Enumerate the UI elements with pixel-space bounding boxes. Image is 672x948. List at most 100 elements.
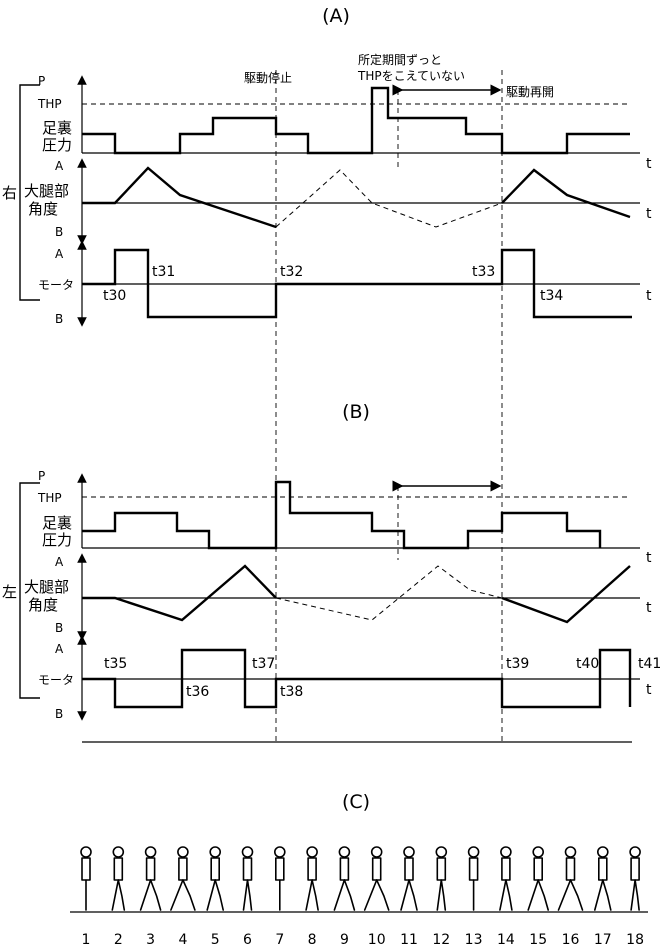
panel-a-t-motor: t [646, 288, 652, 304]
walking-figure-4 [170, 846, 196, 911]
panel-a-restart-annotation: 駆動再開 [506, 85, 554, 99]
panel-b-t35: t35 [104, 656, 127, 672]
walking-figure-7 [273, 846, 286, 911]
panel-b: (B) 左 P THP 足裏 圧力 A 大腿部 角度 B A モータ B t t… [2, 401, 661, 743]
panel-b-thigh-label-2: 角度 [28, 596, 58, 614]
panel-b-t-foot: t [646, 550, 652, 566]
panel-b-b-label: B [55, 621, 63, 635]
panel-b-t40: t40 [576, 656, 599, 672]
panel-b-t36: t36 [186, 684, 209, 700]
walking-figure-13 [467, 846, 480, 911]
walking-figure-number: 9 [340, 932, 349, 948]
walking-figure-number: 1 [82, 932, 91, 948]
walking-figure-number: 17 [594, 932, 612, 948]
walking-figure-number: 13 [465, 932, 483, 948]
panel-a-thigh-signal [82, 166, 277, 229]
panel-a-thigh-label-1: 大腿部 [24, 182, 69, 200]
panel-a-t30: t30 [103, 288, 126, 304]
walking-figure-number: 16 [562, 932, 580, 948]
panel-a-motor-b-label: B [55, 312, 63, 326]
panel-a-motor-label: モータ [38, 278, 74, 292]
walking-figure-9 [333, 846, 356, 911]
panel-a-foot-label-1: 足裏 [42, 119, 72, 137]
panel-a-period-annotation-1: 所定期間ずっと [358, 52, 442, 67]
walking-figure-number: 4 [178, 932, 187, 948]
panel-b-t-thigh: t [646, 600, 652, 616]
walking-figure-10 [363, 846, 390, 911]
panel-b-t37: t37 [252, 656, 275, 672]
panel-b-motor-a-label: A [55, 642, 64, 656]
walking-figure-2 [111, 846, 126, 911]
panel-a-motor-signal [82, 248, 632, 319]
walking-figure-number: 18 [626, 932, 644, 948]
panel-a-thigh-label-2: 角度 [28, 200, 58, 218]
panel-a-t-thigh: t [646, 206, 652, 222]
panel-b-motor-label: モータ [38, 673, 74, 687]
panel-b-bracket [19, 482, 40, 699]
panel-b-t38: t38 [280, 684, 303, 700]
walking-figure-number: 8 [308, 932, 317, 948]
panel-b-foot-label-2: 圧力 [42, 531, 72, 549]
panel-b-motor-b-label: B [55, 707, 63, 721]
walking-figure-number: 12 [432, 932, 450, 948]
panel-b-t-motor: t [646, 682, 652, 698]
walking-figure-number: 3 [146, 932, 155, 948]
panel-a-period-annotation-2: THPをこえていない [357, 69, 465, 83]
panel-a-t31: t31 [152, 264, 175, 280]
walking-figure-11 [400, 846, 418, 911]
walking-figure-8 [305, 846, 319, 911]
panel-a-a-label: A [55, 159, 64, 173]
walking-figure-1 [80, 846, 92, 911]
panel-a-t34: t34 [540, 288, 563, 304]
walking-figure-16 [557, 846, 584, 911]
panel-a-p-label: P [38, 74, 45, 88]
panel-b-side-label: 左 [2, 583, 17, 601]
walking-figure-number: 11 [400, 932, 418, 948]
panel-b-thp-label: THP [37, 491, 62, 505]
walking-figure-number: 10 [368, 932, 386, 948]
panel-a-b-label: B [55, 225, 63, 239]
walking-figure-18 [629, 846, 641, 911]
panel-b-title: (B) [342, 401, 370, 423]
panel-b-foot-signal [82, 480, 602, 550]
panel-a-side-label: 右 [2, 184, 17, 202]
panel-c-title: (C) [342, 791, 370, 813]
panel-a-foot-label-2: 圧力 [42, 136, 72, 154]
panel-a-thigh-signal-restart [501, 168, 631, 219]
panel-b-t41: t41 [638, 656, 661, 672]
walking-figure-17 [594, 846, 612, 911]
panel-a-t32: t32 [280, 264, 303, 280]
walking-figure-14 [499, 846, 513, 911]
walking-figure-number: 2 [114, 932, 123, 948]
walking-figure-number: 14 [497, 932, 515, 948]
walking-figure-5 [206, 846, 224, 911]
walking-figure-number: 5 [211, 932, 220, 948]
panel-b-motor-signal [82, 648, 632, 709]
walking-figure-3 [139, 846, 162, 911]
panel-b-thigh-signal-dashed [275, 565, 503, 621]
panel-b-thigh-label-1: 大腿部 [24, 578, 69, 596]
panel-b-thigh-signal-restart [501, 565, 631, 624]
panel-b-p-label: P [38, 469, 45, 483]
panel-a-thigh-signal-dashed [275, 169, 503, 228]
panel-b-foot-label-1: 足裏 [42, 514, 72, 532]
panel-a-stop-annotation: 駆動停止 [244, 70, 292, 85]
panel-b-a-label: A [55, 555, 64, 569]
walking-figure-number: 15 [529, 932, 547, 948]
panel-a-title: (A) [322, 5, 350, 27]
walking-figure-number: 6 [243, 932, 252, 948]
panel-a-thp-label: THP [37, 97, 62, 111]
panel-a: (A) 右 P THP 足裏 圧力 A 大腿部 角度 B A モータ B t t… [2, 5, 652, 327]
walking-figures [80, 846, 641, 911]
panel-a-bracket [19, 84, 40, 301]
walking-figure-number: 7 [275, 932, 284, 948]
walking-figure-15 [527, 846, 549, 911]
panel-b-thigh-signal [82, 564, 277, 622]
panel-a-t-foot: t [646, 156, 652, 172]
panel-a-motor-a-label: A [55, 247, 64, 261]
panel-a-t33: t33 [472, 264, 495, 280]
walking-figure-6 [241, 846, 254, 911]
